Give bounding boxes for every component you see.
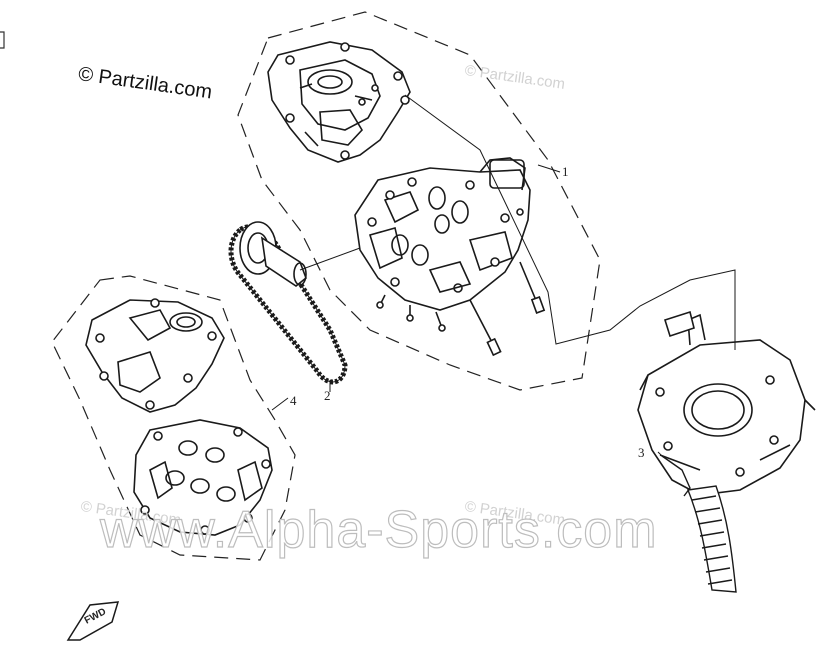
group-outline-1 (237, 11, 601, 391)
valve-cover-upper (267, 41, 411, 163)
callout-3: 3 (638, 445, 645, 460)
cam-sprocket (239, 221, 307, 287)
callout-4: 4 (290, 393, 297, 408)
callout-1: 1 (562, 164, 569, 179)
callout-2: 2 (324, 388, 331, 403)
cylinder-head-upper (354, 157, 546, 357)
cylinder-block (637, 310, 816, 496)
fwd-arrow-icon (66, 601, 120, 641)
valve-cover-left (85, 298, 225, 413)
breather-hose (661, 455, 737, 593)
alpha-sports-watermark: www.Alpha-Sports.com (99, 500, 658, 559)
cylinder-head-left (133, 419, 273, 536)
leader-lines (271, 94, 736, 457)
corner-mark (0, 31, 5, 49)
group-outline-4 (51, 275, 296, 561)
